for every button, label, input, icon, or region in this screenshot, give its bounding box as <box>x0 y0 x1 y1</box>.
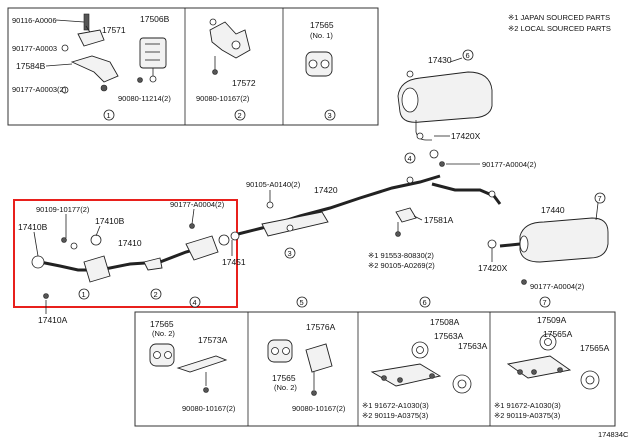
label-17571: 17571 <box>102 25 126 35</box>
note-local-sourced: ※2 LOCAL SOURCED PARTS <box>508 24 611 33</box>
label-17410b-lower: 17410B <box>18 222 48 232</box>
label-17576a: 17576A <box>306 322 336 332</box>
label-17506b: 17506B <box>140 14 170 24</box>
circle-number-4-top-text: 4 <box>408 154 412 163</box>
front-pipe-highlight-box <box>13 199 238 308</box>
diagram-id: 174834C <box>598 430 629 439</box>
label-17563a-1: 17563A <box>434 331 464 341</box>
group-5-parts <box>149 343 228 393</box>
label-91672-a1030-b: ※1 91672-A1030(3) <box>494 401 561 410</box>
label-90080-11214: 90080-11214(2) <box>118 94 171 103</box>
circle-number-7-main-text: 7 <box>598 194 602 203</box>
label-17508a: 17508A <box>430 317 460 327</box>
label-90109-10177: 90109-10177(2) <box>36 205 90 214</box>
group-2-parts <box>209 18 251 75</box>
label-17420x-bottom: 17420X <box>478 263 508 273</box>
label-91672-a1030-a: ※1 91672-A1030(3) <box>362 401 429 410</box>
center-pipe-17420 <box>237 174 502 237</box>
label-90177-a0004-bottom: 90177-A0004(2) <box>530 282 585 291</box>
label-17565-no2-a: 17565 <box>150 319 174 329</box>
circle-number-7-main <box>594 192 606 204</box>
circle-number-3-main <box>284 247 296 259</box>
circle-number-4-top <box>404 152 416 164</box>
label-17420x-top: 17420X <box>451 131 481 141</box>
circle-number-4-main-text: 4 <box>193 298 197 307</box>
label-91553-80830: ※1 91553-80830(2) <box>368 251 434 260</box>
label-17410b-upper: 17410B <box>95 216 125 226</box>
label-17451: 17451 <box>222 257 246 267</box>
group-1-box <box>7 7 379 126</box>
circle-number-6-top <box>462 49 474 61</box>
circle-number-2-main <box>150 288 162 300</box>
label-17572: 17572 <box>232 78 256 88</box>
label-90116-a0006: 90116-A0006 <box>12 16 56 25</box>
label-90119-a0375-a: ※2 90119-A0375(3) <box>362 411 429 420</box>
circle-number-6-main-text: 6 <box>423 298 427 307</box>
label-90177-a0004-top: 90177-A0004(2) <box>482 160 537 169</box>
group-4-box <box>134 311 616 427</box>
label-90177-a0003: 90177-A0003 <box>12 44 57 53</box>
circle-number-2-text: 2 <box>238 111 242 120</box>
label-90080-10167-c: 90080-10167(2) <box>292 404 346 413</box>
label-90105-a0269: ※2 90105-A0269(2) <box>368 261 435 270</box>
label-17565-no1: 17565 <box>310 20 334 30</box>
circle-number-1-main <box>78 288 90 300</box>
label-17565a-1: 17565A <box>543 329 573 339</box>
circle-number-6-main <box>419 296 431 308</box>
label-90177-a0003-2: 90177-A0003(2) <box>12 85 67 94</box>
label-17565-no2-b-qualifier: (No. 2) <box>274 383 297 392</box>
circle-number-1-main-text: 1 <box>82 290 86 299</box>
label-17584b: 17584B <box>16 61 46 71</box>
circle-number-7-row <box>539 296 551 308</box>
circle-number-2 <box>234 109 246 121</box>
label-17430: 17430 <box>428 55 452 65</box>
circle-number-7-row-text: 7 <box>543 298 547 307</box>
rear-muffler-17440 <box>487 217 609 285</box>
label-17563a-2: 17563A <box>458 341 488 351</box>
label-90177-a0004-front: 90177-A0004(2) <box>170 200 225 209</box>
circle-number-3-main-text: 3 <box>288 249 292 258</box>
label-90105-a0140: 90105-A0140(2) <box>246 180 301 189</box>
label-90080-10167-b: 90080-10167(2) <box>182 404 236 413</box>
label-17410: 17410 <box>118 238 142 248</box>
label-90119-a0375-b: ※2 90119-A0375(3) <box>494 411 561 420</box>
front-pipe-17410 <box>31 223 240 299</box>
label-17565a-2: 17565A <box>580 343 610 353</box>
group-1-parts <box>61 13 167 94</box>
label-17420: 17420 <box>314 185 338 195</box>
note-japan-sourced: ※1 JAPAN SOURCED PARTS <box>508 13 610 22</box>
group-7-parts <box>370 341 472 394</box>
circle-number-1 <box>103 109 115 121</box>
circle-number-4-main <box>189 296 201 308</box>
label-17565-no2-a-qualifier: (No. 2) <box>152 329 175 338</box>
circle-number-6-top-text: 6 <box>466 51 470 60</box>
group-6-parts <box>267 339 333 396</box>
label-17581a: 17581A <box>424 215 454 225</box>
label-17509a: 17509A <box>537 315 567 325</box>
main-muffler-17430 <box>397 70 493 159</box>
group-8-parts <box>506 333 600 390</box>
label-17440: 17440 <box>541 205 565 215</box>
circle-number-1-text: 1 <box>107 111 111 120</box>
group-3-parts <box>305 51 333 77</box>
circle-number-3 <box>324 109 336 121</box>
circle-number-3-text: 3 <box>328 111 332 120</box>
label-17565-no2-b: 17565 <box>272 373 296 383</box>
circle-number-5-main <box>296 296 308 308</box>
label-90080-10167-g2: 90080-10167(2) <box>196 94 250 103</box>
label-17410a: 17410A <box>38 315 68 325</box>
label-17565-no1-qualifier: (No. 1) <box>310 31 333 40</box>
circle-number-2-main-text: 2 <box>154 290 158 299</box>
label-17573a: 17573A <box>198 335 228 345</box>
circle-number-5-main-text: 5 <box>300 298 304 307</box>
